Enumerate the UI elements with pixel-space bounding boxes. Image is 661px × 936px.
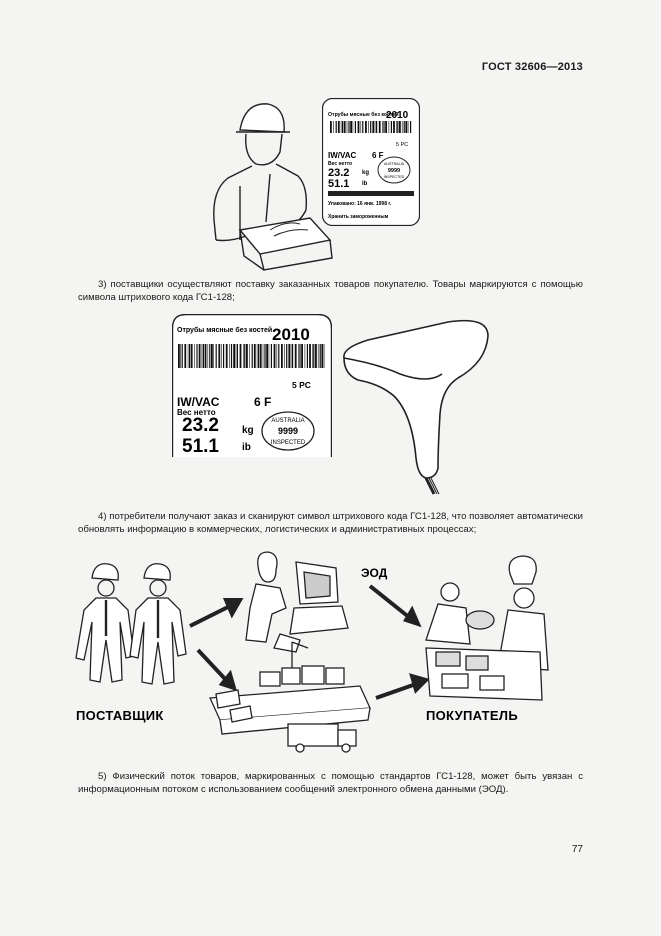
large-label-kg-unit: kg: [242, 425, 254, 436]
supplier-label: ПОСТАВЩИК: [76, 708, 164, 723]
small-label-pieces: 5 PC: [396, 142, 408, 148]
small-seal-top: AUSTRALIA: [384, 162, 405, 166]
worker-with-box-illustration: [213, 103, 333, 271]
paragraph-5: 5) Физический поток товаров, маркированн…: [78, 771, 583, 795]
office-computer-illustration: [245, 551, 349, 653]
paragraph-3: 3) поставщики осуществляют поставку зака…: [78, 279, 583, 303]
small-label-lb-unit: lb: [362, 181, 368, 187]
buyer-people-illustration: [425, 555, 549, 701]
large-label-lb-value: 51.1: [182, 436, 219, 457]
large-label-net: Вес нетто: [177, 408, 216, 417]
large-label-year: 2010: [272, 325, 310, 344]
large-label-pieces: 5 PC: [292, 380, 311, 390]
large-label-kg-value: 23.2: [182, 415, 219, 436]
small-label-product: Отрубы мясные без костей: [328, 111, 399, 118]
large-label-product: Отрубы мясные без костей: [177, 326, 272, 334]
paragraph-4: 4) потребители получают заказ и сканирую…: [78, 511, 583, 535]
small-label-net: Вес нетто: [328, 161, 352, 167]
large-label-lb-unit: ib: [242, 442, 251, 453]
small-label-grade: 6 F: [372, 151, 384, 160]
barcode-scanner-icon: [343, 319, 489, 495]
supply-flow-diagram: ПОСТАВЩИК ПОКУПАТЕЛЬ ЭОД: [75, 551, 549, 753]
small-label-kg-value: 23.2: [328, 167, 349, 179]
small-label-packed: Упаковано: 16 янв. 1998 г.: [328, 201, 392, 207]
large-label-seal: [261, 411, 315, 451]
large-label-barcode: [178, 344, 325, 368]
flow-arrows: [189, 584, 430, 700]
large-label-grade: 6 F: [254, 395, 271, 409]
buyer-label: ПОКУПАТЕЛЬ: [426, 708, 518, 723]
large-seal-bottom: INSPECTED: [271, 440, 306, 446]
document-code: ГОСТ 32606—2013: [481, 61, 583, 73]
page-number: 77: [571, 844, 583, 855]
large-seal-top: AUSTRALIA: [271, 418, 304, 424]
supplier-people-illustration: [75, 563, 187, 685]
small-label-seal: [377, 156, 411, 184]
small-meat-label: Отрубы мясные без костей 2010 5 PC IW/VA…: [322, 98, 420, 226]
small-label-barcode: [330, 121, 412, 133]
small-label-year: 2010: [386, 110, 409, 121]
small-seal-number: 9999: [388, 168, 400, 174]
edi-label: ЭОД: [361, 566, 388, 580]
small-label-lb-value: 51.1: [328, 178, 349, 190]
small-label-storage: Хранить замороженным: [328, 214, 389, 220]
small-label-kg-unit: kg: [362, 170, 369, 176]
large-meat-label: Отрубы мясные без костей 2010 5 PC IW/VA…: [172, 314, 332, 457]
small-label-black-bar: [328, 191, 414, 196]
ship-truck-illustration: [209, 641, 371, 753]
large-label-pack: IW/VAC: [177, 395, 220, 409]
small-label-pack: IW/VAC: [328, 151, 357, 160]
small-seal-bottom: INSPECTED: [384, 175, 405, 179]
large-seal-number: 9999: [278, 426, 298, 436]
